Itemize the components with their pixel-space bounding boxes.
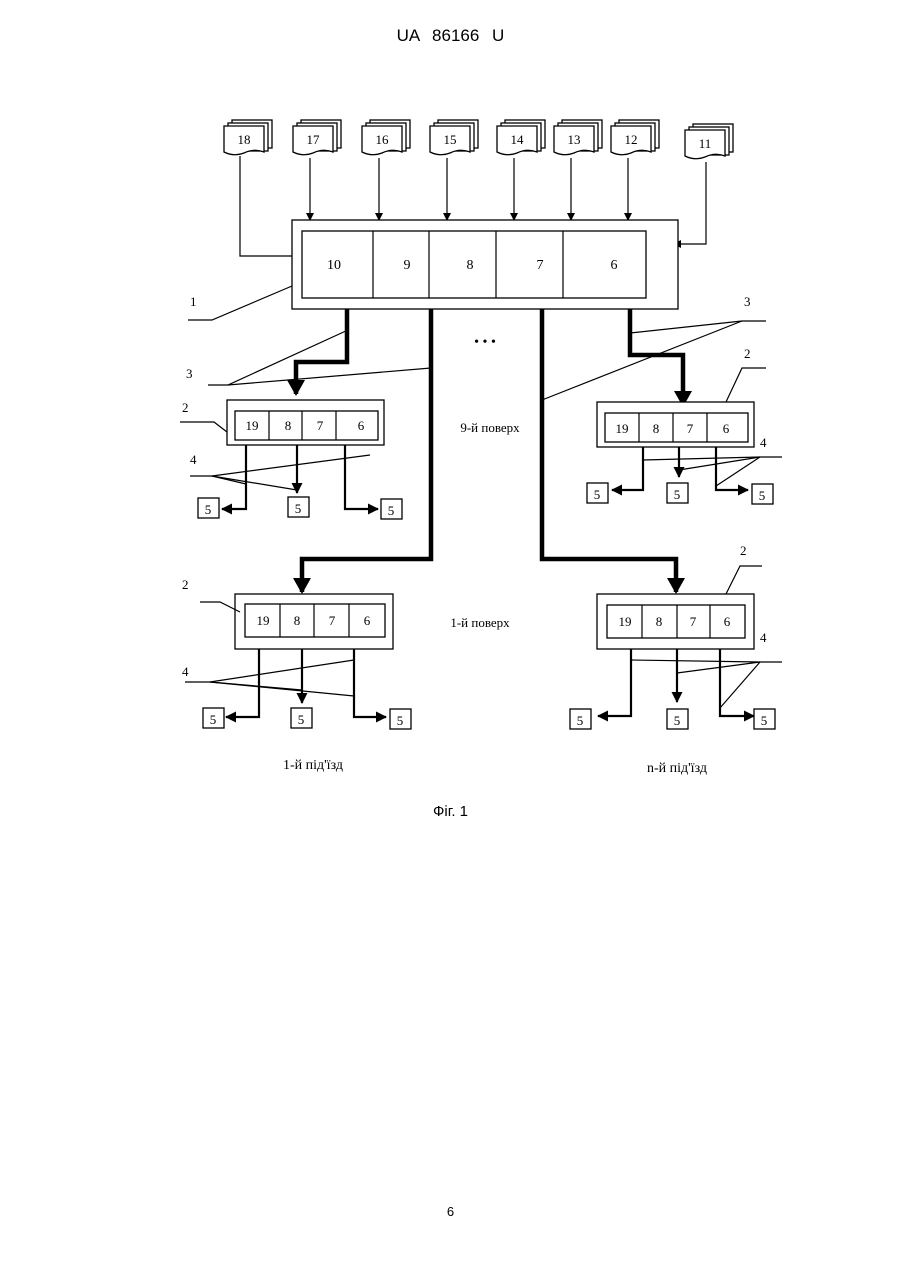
floor-unit: 19 8 7 6 bbox=[235, 594, 393, 649]
central-unit: 10 9 8 7 6 bbox=[292, 220, 678, 309]
ref-label-node: 2 bbox=[182, 400, 189, 415]
terminal-label: 5 bbox=[674, 713, 681, 728]
floor-unit-cell: 19 bbox=[619, 614, 632, 629]
input-doc-label: 18 bbox=[238, 132, 251, 147]
buses bbox=[296, 309, 683, 592]
central-cell-label: 9 bbox=[404, 258, 411, 273]
floor-unit-cell: 8 bbox=[656, 614, 663, 629]
page-number: 6 bbox=[0, 1204, 901, 1219]
floor-unit-cell: 8 bbox=[285, 418, 292, 433]
input-doc-label: 14 bbox=[511, 132, 525, 147]
input-doc: 11 bbox=[685, 124, 733, 159]
floor-unit-cell: 7 bbox=[317, 418, 324, 433]
terminal-label: 5 bbox=[759, 488, 766, 503]
ref-label-output: 4 bbox=[182, 664, 189, 679]
ellipsis: • • • bbox=[474, 335, 496, 350]
central-cell-label: 8 bbox=[467, 258, 474, 273]
terminal-label: 5 bbox=[674, 487, 681, 502]
terminal-label: 5 bbox=[761, 713, 768, 728]
input-doc-label: 12 bbox=[625, 132, 638, 147]
floor-unit-cell: 6 bbox=[723, 421, 730, 436]
floor-unit-cell: 6 bbox=[364, 613, 371, 628]
ref-label-output: 4 bbox=[760, 435, 767, 450]
floor-unit-cell: 19 bbox=[246, 418, 259, 433]
ref-label-bus: 3 bbox=[744, 294, 751, 309]
input-doc-label: 16 bbox=[376, 132, 390, 147]
entrance-n-label: n-й під'їзд bbox=[647, 761, 707, 776]
central-cell-label: 10 bbox=[327, 258, 341, 273]
terminal-group: 5 5 5 bbox=[570, 709, 775, 729]
figure-caption: Фіг. 1 bbox=[0, 803, 901, 820]
input-doc: 17 bbox=[293, 120, 341, 155]
ref-label-node: 2 bbox=[182, 577, 189, 592]
ref-label-output: 4 bbox=[760, 630, 767, 645]
input-documents: 18 17 16 15 14 bbox=[224, 120, 733, 159]
terminal-label: 5 bbox=[210, 712, 217, 727]
floor-unit: 19 8 7 6 bbox=[597, 594, 754, 649]
ref-label-bus: 3 bbox=[186, 366, 193, 381]
floor-unit-cell: 19 bbox=[257, 613, 270, 628]
input-doc: 18 bbox=[224, 120, 272, 155]
terminal-label: 5 bbox=[205, 502, 212, 517]
input-doc-label: 17 bbox=[307, 132, 321, 147]
floor-unit-cell: 19 bbox=[616, 421, 629, 436]
ref-label-unit: 1 bbox=[190, 294, 197, 309]
input-doc: 12 bbox=[611, 120, 659, 155]
floor-unit-cell: 7 bbox=[687, 421, 694, 436]
input-doc-label: 11 bbox=[699, 136, 712, 151]
floor-unit-cell: 8 bbox=[653, 421, 660, 436]
terminal-label: 5 bbox=[577, 713, 584, 728]
input-doc-label: 13 bbox=[568, 132, 581, 147]
floor-unit-cell: 7 bbox=[690, 614, 697, 629]
floor-unit: 19 8 7 6 bbox=[227, 400, 384, 445]
entrance-1-label: 1-й під'їзд bbox=[283, 758, 343, 773]
ref-label-output: 4 bbox=[190, 452, 197, 467]
floor-unit-cell: 7 bbox=[329, 613, 336, 628]
floor-unit-cell: 8 bbox=[294, 613, 301, 628]
ref-label-node: 2 bbox=[744, 346, 751, 361]
terminal-group: 5 5 5 bbox=[203, 708, 411, 729]
input-doc: 15 bbox=[430, 120, 478, 155]
floor-unit-cell: 6 bbox=[724, 614, 731, 629]
input-doc-label: 15 bbox=[444, 132, 457, 147]
central-cell-label: 7 bbox=[537, 258, 544, 273]
terminal-label: 5 bbox=[397, 713, 404, 728]
central-cell-label: 6 bbox=[611, 258, 618, 273]
floor-unit: 19 8 7 6 bbox=[597, 402, 754, 447]
input-doc: 16 bbox=[362, 120, 410, 155]
floor-unit-cell: 6 bbox=[358, 418, 365, 433]
terminal-label: 5 bbox=[298, 712, 305, 727]
terminal-label: 5 bbox=[594, 487, 601, 502]
terminal-label: 5 bbox=[388, 503, 395, 518]
floor-1-label: 1-й поверх bbox=[450, 615, 510, 630]
input-doc: 14 bbox=[497, 120, 545, 155]
input-doc: 13 bbox=[554, 120, 602, 155]
floor-9-label: 9-й поверх bbox=[460, 420, 520, 435]
ref-label-node: 2 bbox=[740, 543, 747, 558]
terminal-group: 5 5 5 bbox=[587, 483, 773, 504]
terminal-label: 5 bbox=[295, 501, 302, 516]
